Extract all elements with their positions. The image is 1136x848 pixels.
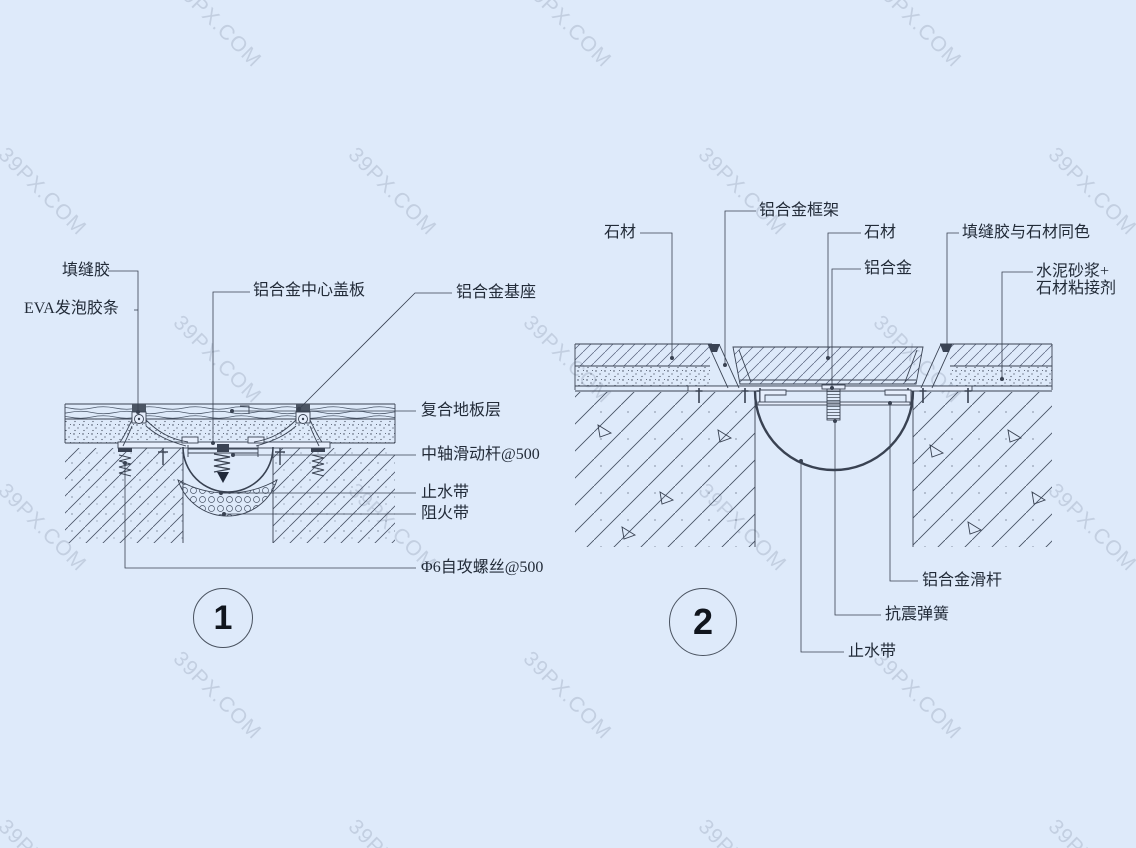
detail-1-number: 1 (213, 598, 233, 637)
mortar-adhesive-bed (575, 366, 1052, 392)
label-waterstop-2: 止水带 (848, 643, 897, 660)
label-sealant-match: 填缝胶与石材同色 (962, 224, 1091, 241)
detail-1-bubble: 1 (193, 588, 253, 648)
detail-2-leaders (640, 210, 1033, 653)
label-screw: Φ6自攻螺丝@500 (421, 559, 544, 576)
label-sealant: 填缝胶 (62, 262, 111, 279)
detail-2-section (574, 343, 1053, 547)
label-mortar-line1: 水泥砂浆+ (1036, 263, 1110, 280)
center-slide-rod (187, 444, 259, 483)
label-slide-bar: 铝合金滑杆 (922, 572, 1003, 589)
anchor-screws (118, 448, 325, 477)
detail-2-bubble: 2 (669, 588, 737, 656)
label-stone-left: 石材 (604, 224, 637, 241)
label-eva-strip: EVA发泡胶条 (24, 300, 119, 317)
waterstop-arc (182, 446, 274, 493)
label-shock-spring: 抗震弹簧 (885, 606, 950, 623)
slide-mechanism (757, 384, 912, 421)
label-floor-layer: 复合地板层 (421, 402, 502, 419)
aluminum-frame (707, 343, 953, 389)
label-fire-barrier: 阻火带 (421, 505, 470, 522)
label-mortar-line2: 石材粘接剂 (1036, 280, 1117, 297)
recessed-stone-panel (732, 346, 924, 385)
mortar-bed (65, 419, 395, 444)
concrete-slabs-2 (575, 391, 1052, 547)
fire-barrier-band (177, 479, 278, 517)
label-waterstop-1: 止水带 (421, 484, 470, 501)
detail-2-number: 2 (692, 601, 714, 642)
waterstop-arc-2 (753, 390, 915, 472)
label-stone-mid: 石材 (864, 224, 897, 241)
stone-layer (574, 343, 1053, 390)
detail-1-section (64, 403, 396, 543)
label-alu-base: 铝合金基座 (456, 284, 537, 301)
detail-1-leaders (108, 270, 452, 569)
label-center-cover: 铝合金中心盖板 (253, 282, 366, 299)
label-slide-rod: 中轴滑动杆@500 (421, 446, 540, 463)
label-aluminum: 铝合金 (864, 260, 913, 277)
label-alu-frame: 铝合金框架 (759, 202, 840, 219)
label-mortar: 水泥砂浆+ 石材粘接剂 (1036, 263, 1116, 297)
